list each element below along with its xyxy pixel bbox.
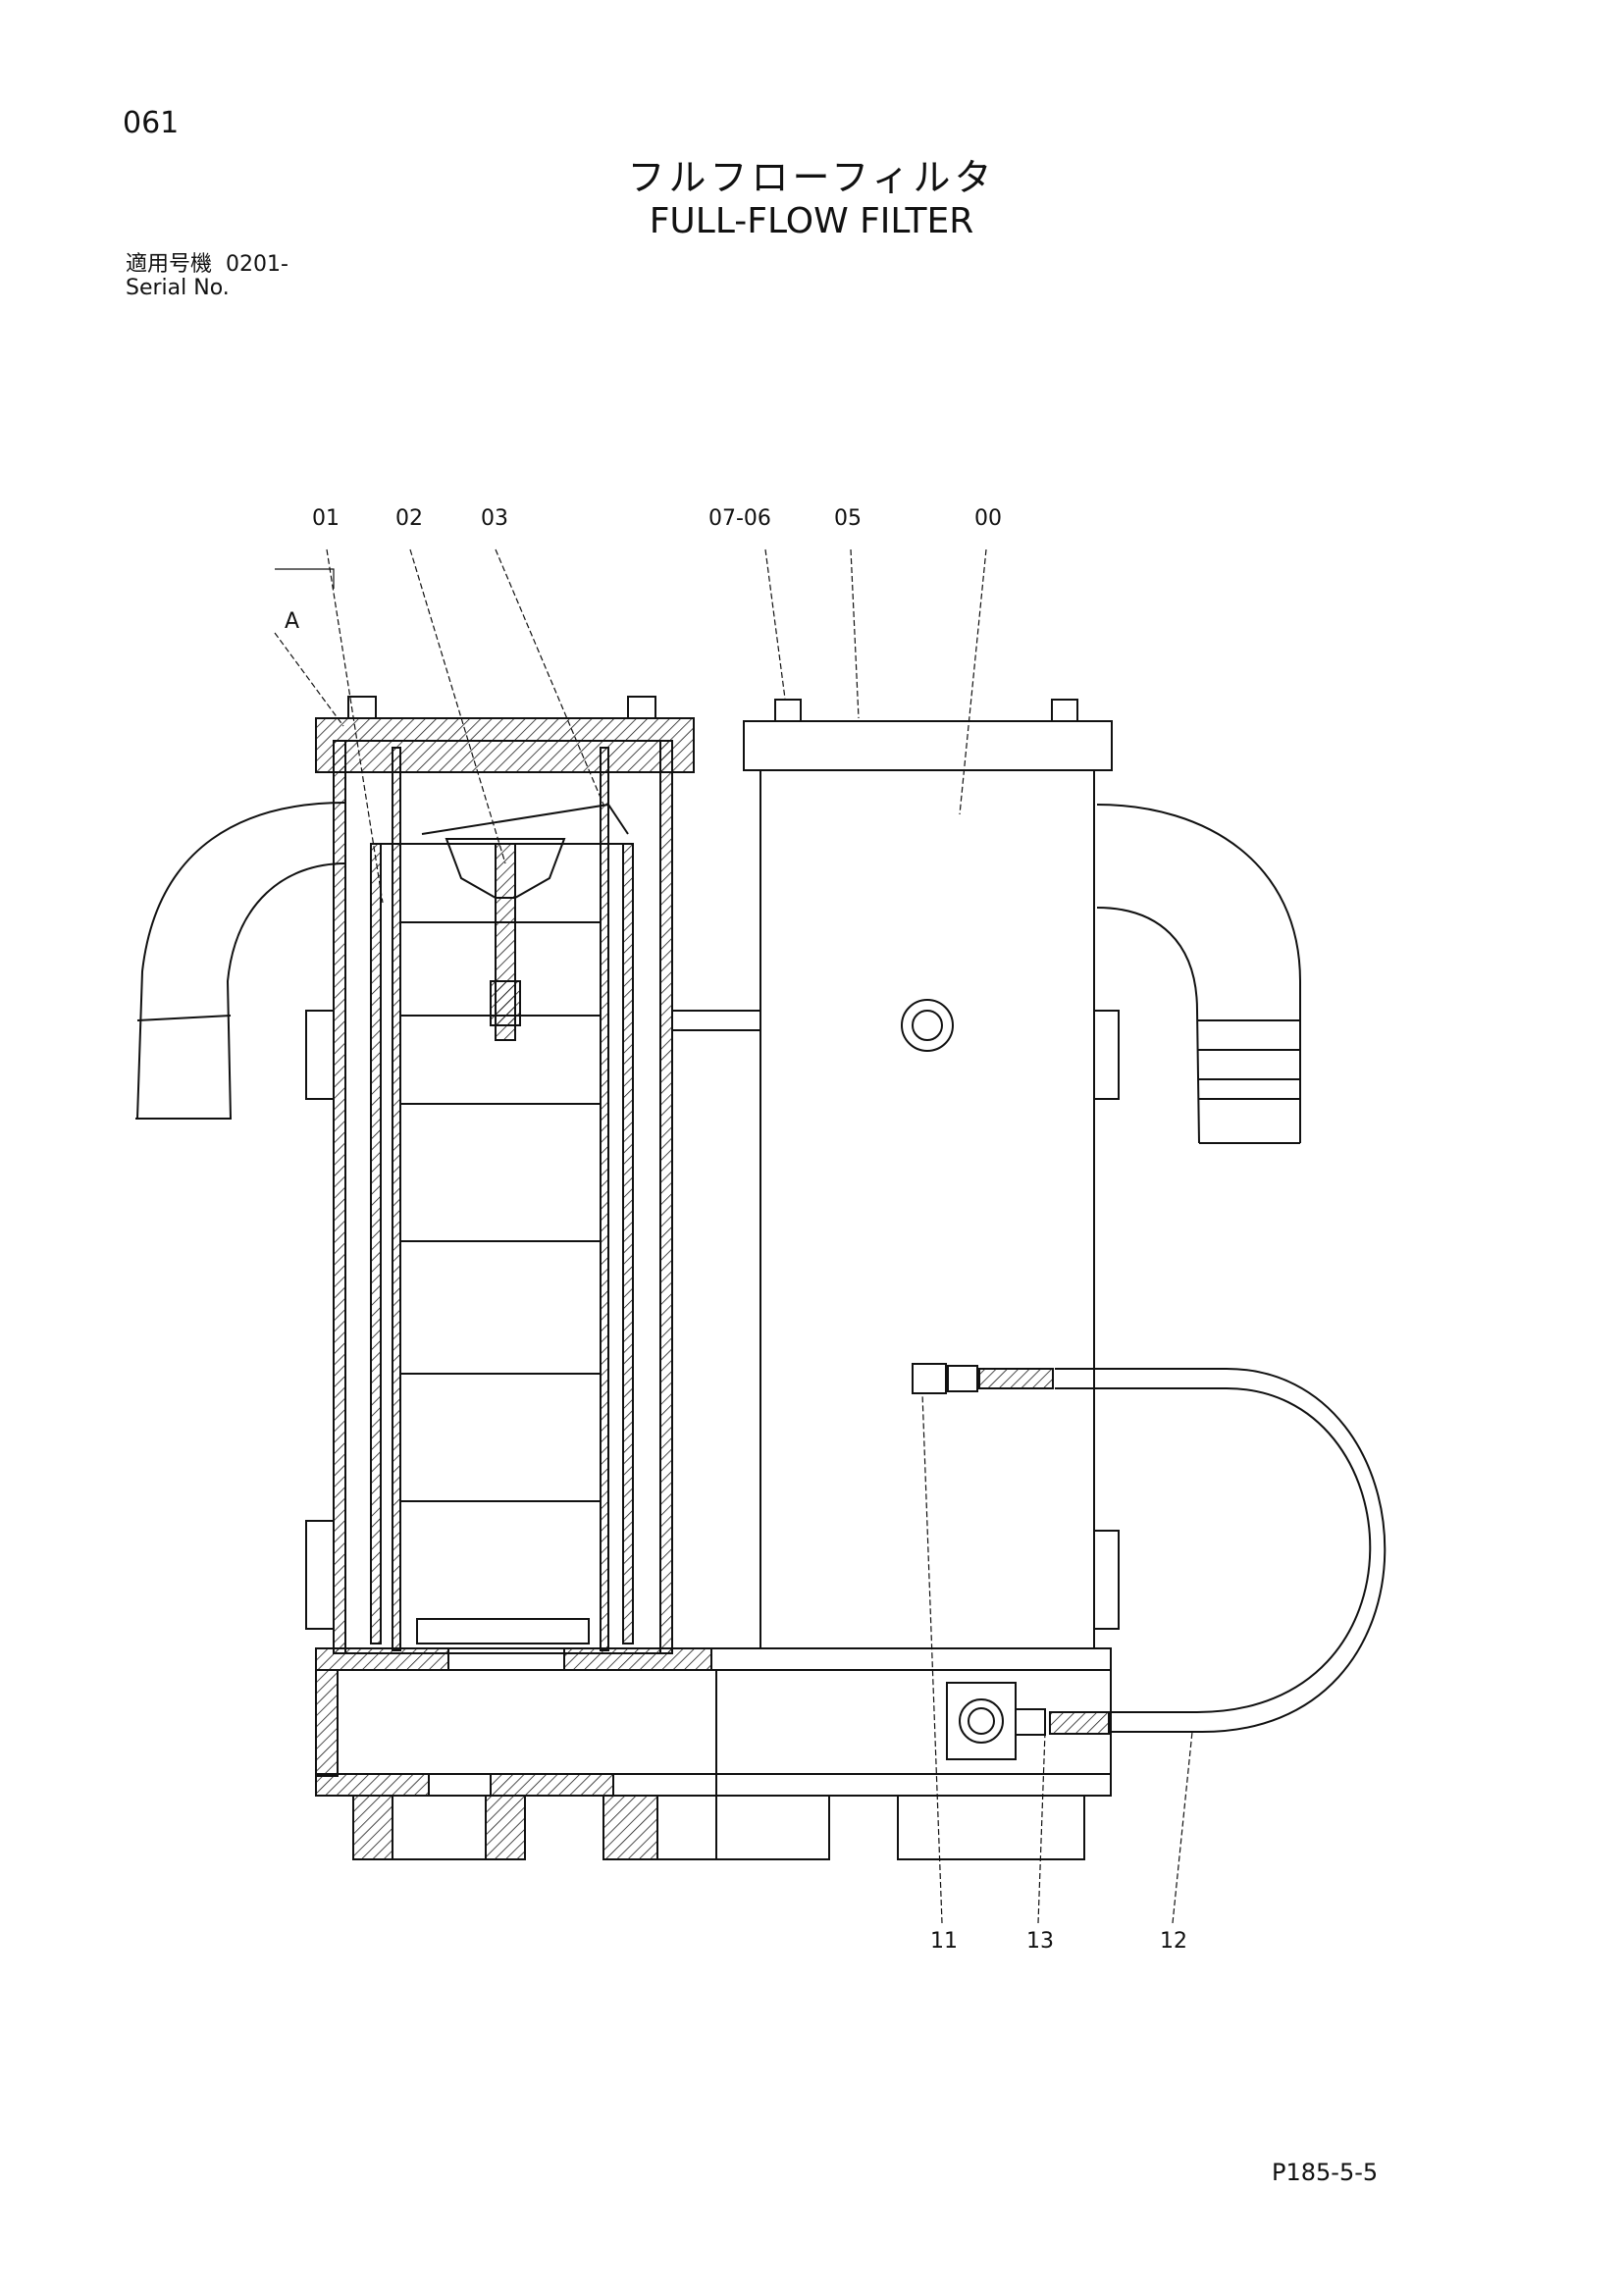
right-cylinder (743, 699, 1120, 1649)
title-english: FULL-FLOW FILTER (649, 201, 974, 241)
title-japanese: フルフローフィルタ (627, 156, 996, 199)
callout-11: 11 (930, 1929, 958, 1954)
serial-label-en: Serial No. (126, 276, 230, 300)
serial-line-jp: 適用号機 0201- (126, 253, 288, 277)
callouts: 01 02 03 07-06 05 00 A 11 13 12 (285, 506, 1187, 1954)
serial-label-jp: 適用号機 (126, 252, 213, 277)
leader-lines (274, 548, 1193, 1924)
filter-element (370, 747, 634, 1651)
page-number: 061 (123, 106, 180, 140)
base-frame (315, 1647, 1112, 1860)
right-outlet-pipe (1096, 804, 1301, 1144)
callout-12: 12 (1160, 1929, 1187, 1954)
callout-02: 02 (395, 506, 423, 531)
callout-07-06: 07-06 (708, 506, 771, 531)
callout-a: A (285, 609, 299, 634)
callout-13: 13 (1026, 1929, 1054, 1954)
page-code: P185-5-5 (1272, 2159, 1379, 2186)
left-cylinder (305, 696, 695, 1654)
callout-05: 05 (834, 506, 862, 531)
callout-a-bracket (275, 568, 335, 589)
cross-beam (672, 1010, 760, 1031)
drain-hose (912, 1363, 1387, 1735)
left-inlet-pipe (135, 802, 346, 1120)
serial-block: 適用号機 0201- Serial No. (126, 253, 288, 300)
callout-03: 03 (481, 506, 508, 531)
callout-01: 01 (312, 506, 340, 531)
serial-value: 0201- (226, 252, 288, 277)
callout-00: 00 (974, 506, 1002, 531)
